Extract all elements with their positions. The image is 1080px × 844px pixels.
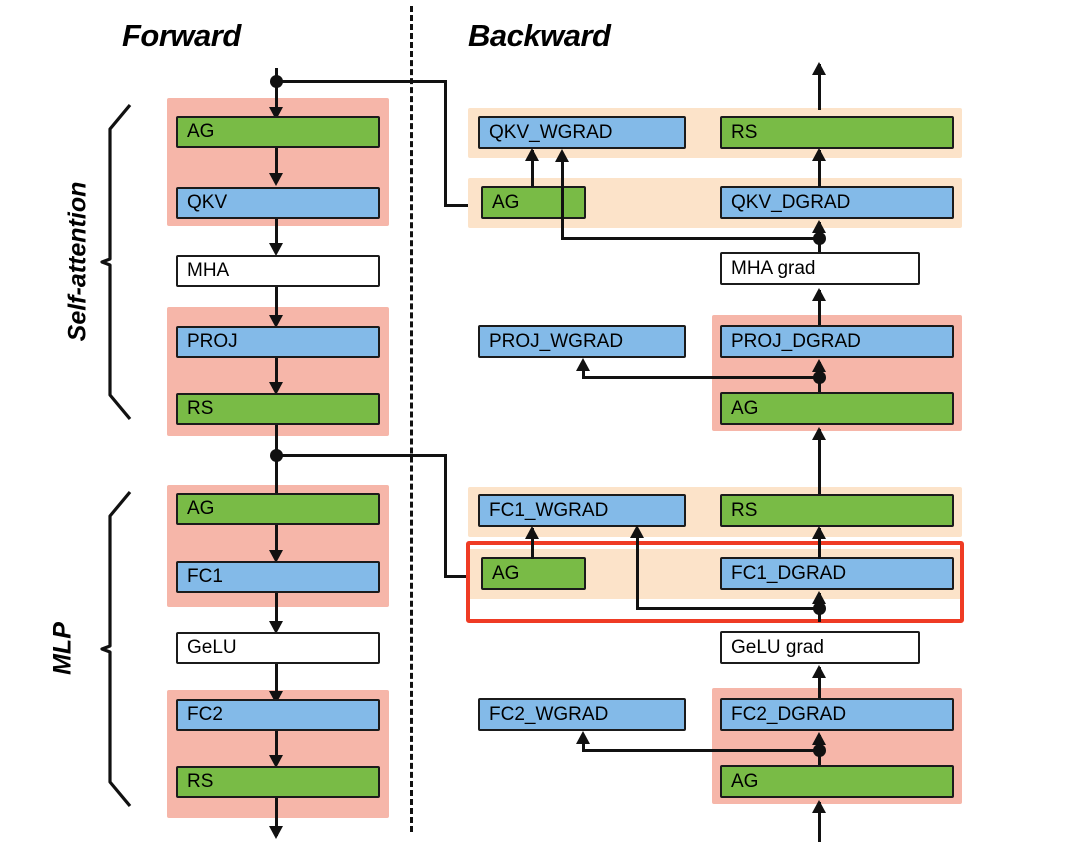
node-bwd-proj-wgrad[interactable]: PROJ_WGRAD: [478, 325, 686, 358]
forward-output-arrowhead: [269, 826, 283, 839]
node-fwd-gelu[interactable]: GeLU: [176, 632, 380, 664]
edge-fwd-mha-proj: [275, 287, 278, 324]
node-bwd-mha-grad[interactable]: MHA grad: [720, 252, 920, 285]
edge-bwd-ag3-projdgrad-arrowhead: [812, 359, 826, 372]
backward-proj-branch-vertical: [582, 364, 585, 378]
bracket-self-attention: [100, 103, 132, 421]
edge-fwd-fc1-gelu-arrowhead: [269, 621, 283, 634]
forward-input-line: [275, 68, 278, 118]
forward-attn-branch-vertical: [444, 80, 447, 205]
bracket-mlp: [100, 490, 132, 808]
node-bwd-ag-4[interactable]: AG: [720, 765, 954, 798]
forward-mlp-branch-vertical: [444, 454, 447, 576]
edge-bwd-fc2dgrad-gelugrad: [818, 667, 821, 700]
group-label-mlp: MLP: [48, 622, 77, 675]
edge-bwd-ag1-qkvwgrad: [531, 150, 534, 187]
node-bwd-qkv-dgrad[interactable]: QKV_DGRAD: [720, 186, 954, 219]
backward-branch-dot-fc1: [813, 602, 826, 615]
node-bwd-ag-1[interactable]: AG: [481, 186, 586, 219]
node-fwd-ag-2[interactable]: AG: [176, 493, 380, 525]
edge-fwd-ag2-fc1-arrowhead: [269, 550, 283, 563]
column-title-forward: Forward: [122, 18, 241, 53]
node-fwd-fc2[interactable]: FC2: [176, 699, 380, 731]
backward-proj-branch-arrowhead: [576, 358, 590, 371]
backward-qkv-branch-vertical: [561, 155, 564, 239]
edge-fwd-ag1-qkv-arrowhead: [269, 173, 283, 186]
node-bwd-fc1-wgrad[interactable]: FC1_WGRAD: [478, 494, 686, 527]
node-bwd-rs-1[interactable]: RS: [720, 116, 954, 149]
edge-bwd-ag2-fc1wgrad-arrowhead: [525, 526, 539, 539]
node-fwd-mha[interactable]: MHA: [176, 255, 380, 287]
node-fwd-rs-2[interactable]: RS: [176, 766, 380, 798]
backward-branch-dot-proj: [813, 371, 826, 384]
backward-fc2-branch-arrowhead: [576, 731, 590, 744]
backward-branch-dot-qkv: [813, 232, 826, 245]
column-title-backward: Backward: [468, 18, 611, 53]
edge-bwd-qkvdgrad-rs-arrowhead: [812, 148, 826, 161]
node-bwd-fc1-dgrad[interactable]: FC1_DGRAD: [720, 557, 954, 590]
forward-attn-branch-to-ag: [444, 204, 475, 207]
forward-mlp-branch-to-ag: [444, 575, 475, 578]
edge-fwd-gelu-fc2: [275, 664, 278, 700]
group-label-self-attention: Self-attention: [63, 181, 92, 342]
edge-fwd-ag2-fc1: [275, 525, 278, 558]
edge-fwd-qkv-mha-arrowhead: [269, 243, 283, 256]
forward-attn-branch-horizontal: [276, 80, 447, 83]
edge-bwd-ag4-fc2dgrad-arrowhead: [812, 732, 826, 745]
backward-fc1-branch-vertical: [636, 531, 639, 609]
edge-bwd-rs2-ag3: [818, 429, 821, 494]
node-bwd-gelu-grad[interactable]: GeLU grad: [720, 631, 920, 664]
node-bwd-fc2-wgrad[interactable]: FC2_WGRAD: [478, 698, 686, 731]
node-bwd-qkv-wgrad[interactable]: QKV_WGRAD: [478, 116, 686, 149]
backward-branch-dot-fc2: [813, 744, 826, 757]
backward-output-arrowhead: [812, 62, 826, 75]
node-fwd-qkv[interactable]: QKV: [176, 187, 380, 219]
backward-proj-branch-horizontal: [582, 376, 819, 379]
edge-fwd-rs1-ag2: [275, 425, 278, 505]
backward-qkv-branch-horizontal: [561, 237, 819, 240]
backward-fc2-branch-horizontal: [582, 749, 819, 752]
edge-bwd-ag2-fc1wgrad: [531, 528, 534, 559]
node-bwd-rs-2[interactable]: RS: [720, 494, 954, 527]
edge-bwd-rs2-ag3-arrowhead: [812, 427, 826, 440]
edge-bwd-ag1-qkvwgrad-arrowhead: [525, 148, 539, 161]
edge-bwd-gelugrad-fc1dgrad-arrowhead: [812, 591, 826, 604]
edge-fwd-fc2-rs2-arrowhead: [269, 755, 283, 768]
edge-bwd-fc1dgrad-rs2: [818, 528, 821, 559]
backward-input-line: [818, 802, 821, 842]
forward-output-line: [275, 798, 278, 836]
forward-backward-divider: [410, 6, 413, 832]
node-fwd-proj[interactable]: PROJ: [176, 326, 380, 358]
edge-bwd-fc2dgrad-gelugrad-arrowhead: [812, 665, 826, 678]
node-bwd-ag-3[interactable]: AG: [720, 392, 954, 425]
backward-input-arrowhead: [812, 800, 826, 813]
edge-fwd-fc1-gelu: [275, 593, 278, 630]
edge-fwd-ag1-qkv: [275, 148, 278, 181]
edge-bwd-mhagrad-qkvdgrad-arrowhead: [812, 220, 826, 233]
backward-fc1-branch-horizontal: [636, 607, 819, 610]
edge-bwd-fc1dgrad-rs2-arrowhead: [812, 526, 826, 539]
backward-fc1-branch-arrowhead: [630, 525, 644, 538]
edge-fwd-qkv-mha: [275, 219, 278, 252]
forward-mlp-branch-horizontal: [276, 454, 447, 457]
edge-fwd-proj-rs: [275, 358, 278, 391]
node-fwd-ag-1[interactable]: AG: [176, 116, 380, 148]
backward-output-line: [818, 64, 821, 110]
edge-bwd-projdgrad-mhagrad-arrowhead: [812, 288, 826, 301]
backward-fc2-branch-vertical: [582, 737, 585, 751]
node-bwd-proj-dgrad[interactable]: PROJ_DGRAD: [720, 325, 954, 358]
node-bwd-ag-2[interactable]: AG: [481, 557, 586, 590]
edge-bwd-qkvdgrad-rs: [818, 150, 821, 187]
edge-fwd-mha-proj-arrowhead: [269, 315, 283, 328]
edge-bwd-projdgrad-mhagrad: [818, 290, 821, 326]
node-fwd-rs-1[interactable]: RS: [176, 393, 380, 425]
node-fwd-fc1[interactable]: FC1: [176, 561, 380, 593]
highlight-region-fc1-dgrad-overlap: [466, 541, 964, 623]
backward-qkv-branch-arrowhead: [555, 149, 569, 162]
edge-fwd-fc2-rs2: [275, 731, 278, 764]
node-bwd-fc2-dgrad[interactable]: FC2_DGRAD: [720, 698, 954, 731]
edge-fwd-proj-rs-arrowhead: [269, 382, 283, 395]
